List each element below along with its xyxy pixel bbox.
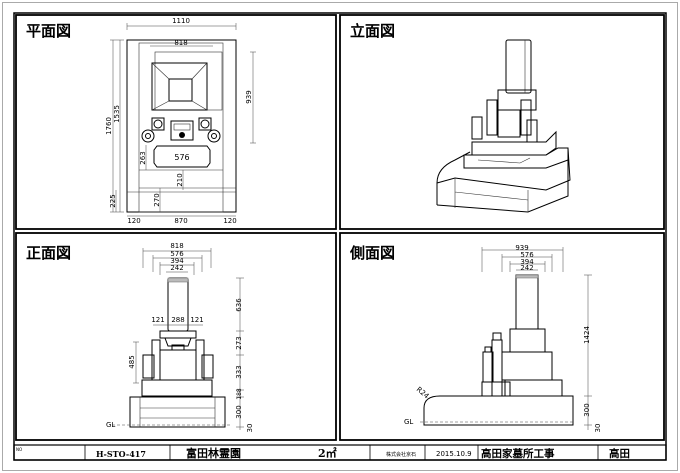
dim-label: 333	[235, 365, 243, 378]
date: 2015.10.9	[436, 450, 472, 458]
customer-name: 高田	[609, 447, 630, 460]
no-label: NO	[16, 447, 22, 452]
dim-label: 576	[170, 250, 184, 258]
dim-label: 188	[236, 388, 243, 400]
dim-label: 576	[520, 251, 534, 259]
dim-label: 30	[594, 424, 602, 433]
dim-label: 242	[170, 264, 183, 272]
side-view-drawing	[420, 247, 592, 430]
dim-label: 30	[246, 424, 254, 433]
dim-label: 242	[520, 264, 533, 272]
title-block	[13, 444, 667, 461]
dim-label: 394	[520, 258, 534, 266]
dim-label: 270	[153, 193, 161, 206]
dim-label: 121	[151, 316, 164, 324]
product-code: H-STO-417	[96, 449, 146, 459]
dim-label: 300	[583, 403, 591, 416]
cemetery-name: 富田林霊園	[186, 446, 241, 460]
dim-label: 263	[139, 151, 147, 164]
plan-view-title: 平面図	[26, 22, 71, 40]
dim-label: 1760	[105, 117, 113, 135]
dim-label: 273	[235, 336, 243, 349]
ground-level-label: GL	[106, 421, 115, 429]
elevation-view-title: 立面図	[350, 22, 395, 40]
dim-label: 870	[174, 217, 187, 225]
dim-label: 120	[223, 217, 236, 225]
dim-label: 1110	[172, 17, 190, 25]
project-name: 高田家墓所工事	[481, 447, 555, 460]
dim-label: 121	[190, 316, 203, 324]
dim-label: 485	[128, 355, 136, 368]
client-name: 株式会社京石	[386, 451, 416, 458]
ground-level-label: GL	[404, 418, 413, 426]
dim-label: 939	[515, 244, 528, 252]
front-view-title: 正面図	[26, 244, 71, 262]
dim-label: 300	[235, 405, 243, 418]
dim-label: 225	[109, 194, 117, 207]
dim-label: 394	[170, 257, 184, 265]
side-view-title: 側面図	[349, 244, 395, 262]
dim-label: 210	[176, 173, 184, 186]
dim-label: 288	[171, 316, 184, 324]
plan-view-drawing	[110, 23, 256, 217]
dim-label: 818	[170, 242, 183, 250]
dim-label: 818	[174, 39, 187, 47]
area: 2㎡	[318, 446, 337, 460]
dim-label: 120	[127, 217, 140, 225]
dim-label: 636	[235, 298, 243, 312]
dim-label: 939	[245, 90, 253, 103]
dim-label: 1535	[113, 105, 121, 123]
dim-label: 576	[174, 153, 189, 162]
elevation-3d-drawing	[436, 39, 571, 213]
panel-frames	[15, 14, 665, 441]
front-view-drawing	[112, 248, 244, 430]
dim-label: 1424	[583, 326, 591, 344]
